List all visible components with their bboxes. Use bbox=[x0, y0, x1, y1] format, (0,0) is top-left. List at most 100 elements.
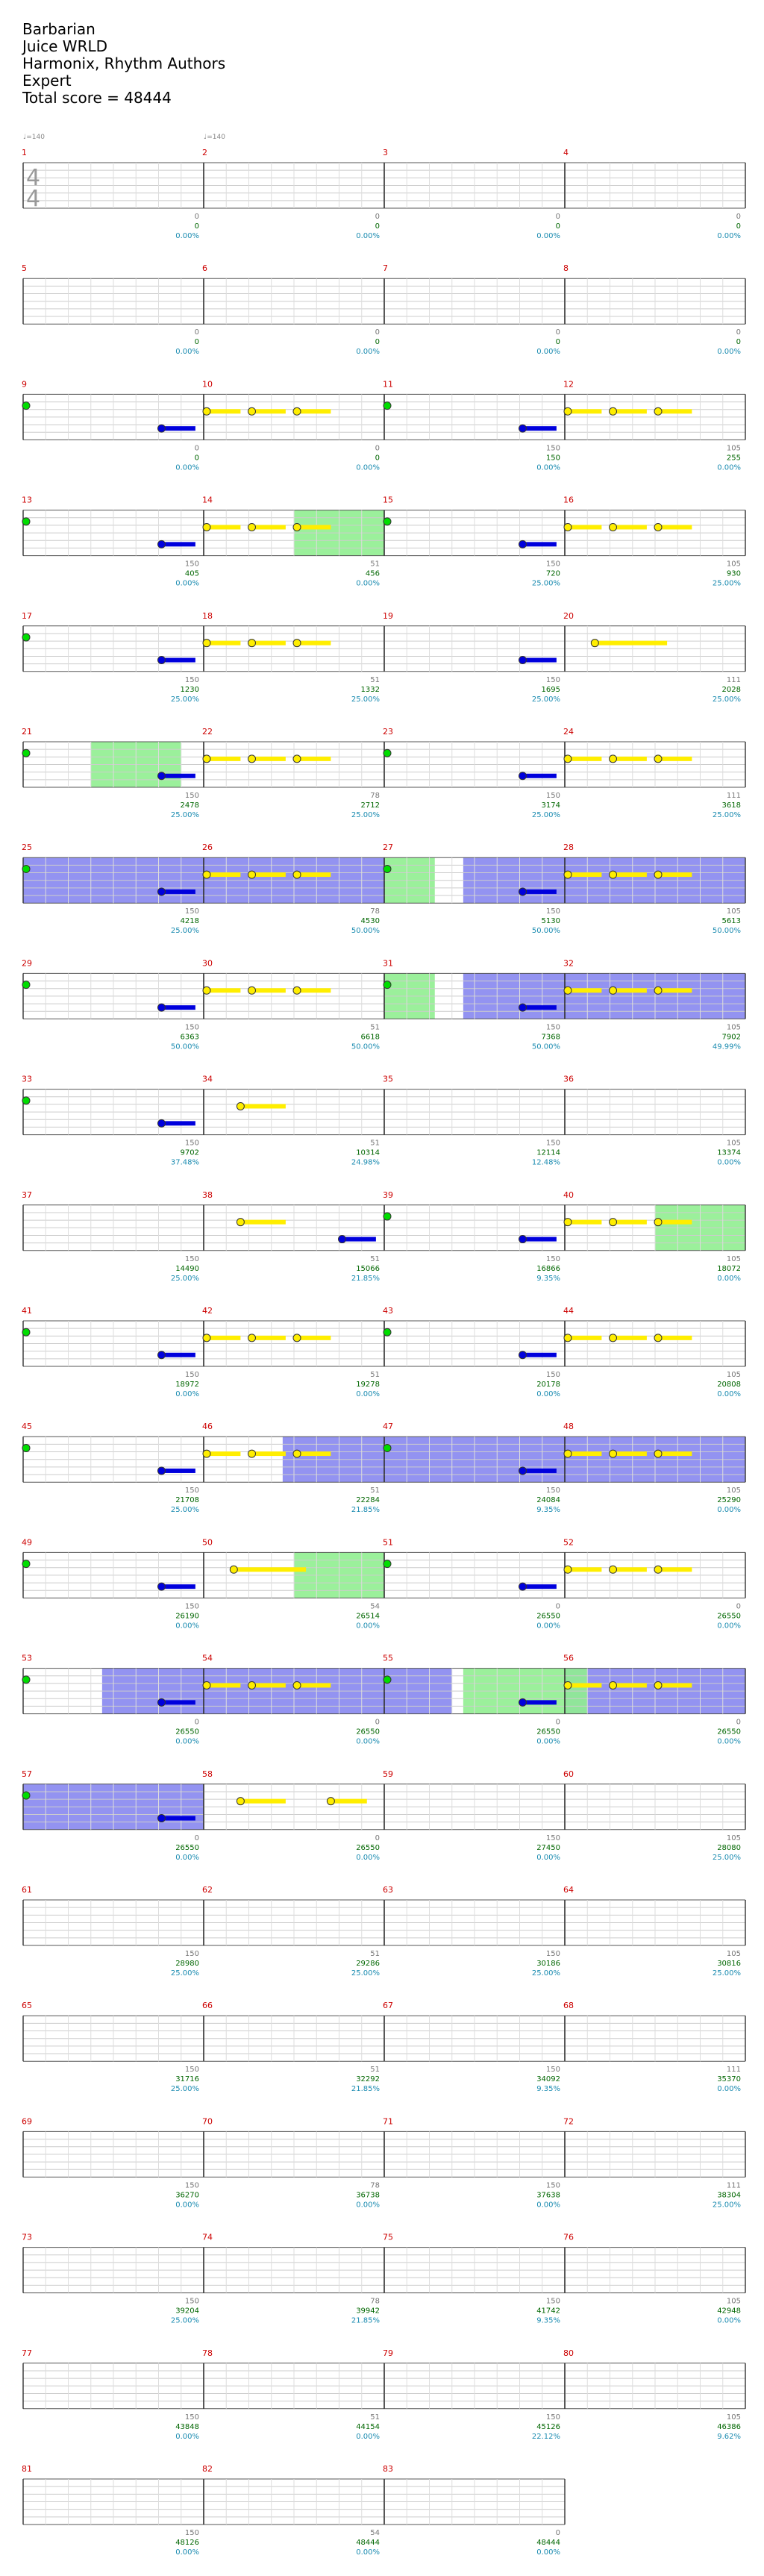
sustain-bar bbox=[240, 1104, 286, 1109]
base-score: 150 bbox=[185, 2529, 199, 2537]
multiplier-percent: 25.00% bbox=[351, 1969, 380, 1978]
cumulative-score: 6363 bbox=[181, 1033, 199, 1041]
sustain-bar bbox=[161, 542, 195, 547]
note-gem bbox=[22, 981, 31, 990]
multiplier-percent: 25.00% bbox=[171, 1506, 199, 1514]
measure-number: 82 bbox=[202, 2464, 213, 2474]
multiplier-percent: 0.00% bbox=[175, 1390, 199, 1398]
cumulative-score: 45126 bbox=[536, 2423, 560, 2431]
sustain-bar bbox=[658, 1219, 692, 1225]
note-gem bbox=[383, 517, 392, 526]
note-gem bbox=[383, 401, 392, 410]
base-score: 0 bbox=[375, 1834, 380, 1842]
sustain-bar bbox=[522, 889, 557, 894]
measure-number: 28 bbox=[563, 842, 574, 852]
multiplier-percent: 9.62% bbox=[717, 2433, 741, 2441]
base-score: 105 bbox=[727, 1023, 741, 1031]
base-score: 51 bbox=[370, 2413, 380, 2422]
cumulative-score: 48126 bbox=[175, 2539, 199, 2547]
measure-number: 17 bbox=[22, 611, 32, 621]
base-score: 0 bbox=[195, 213, 199, 221]
base-score: 0 bbox=[195, 444, 199, 452]
cumulative-score: 28980 bbox=[175, 1960, 199, 1968]
sustain-bar bbox=[522, 1352, 557, 1357]
sustain-bar bbox=[161, 1700, 195, 1705]
measure-number: 21 bbox=[22, 727, 32, 737]
note-gem bbox=[202, 1681, 211, 1689]
cumulative-score: 3618 bbox=[722, 801, 741, 810]
base-score: 0 bbox=[375, 213, 380, 221]
multiplier-percent: 25.00% bbox=[713, 1854, 741, 1862]
note-gem bbox=[22, 633, 31, 642]
cumulative-score: 29286 bbox=[356, 1960, 380, 1968]
measure-number: 75 bbox=[383, 2233, 393, 2242]
cumulative-score: 38304 bbox=[717, 2191, 741, 2199]
multiplier-percent: 50.00% bbox=[532, 1042, 560, 1051]
note-gem bbox=[157, 772, 166, 781]
sustain-bar bbox=[251, 1451, 286, 1457]
cumulative-score: 26550 bbox=[536, 1612, 560, 1620]
cumulative-score: 32292 bbox=[356, 2075, 380, 2083]
note-gem bbox=[609, 1565, 617, 1574]
multiplier-percent: 0.00% bbox=[717, 2317, 741, 2325]
multiplier-percent: 0.00% bbox=[717, 1622, 741, 1630]
note-gem bbox=[519, 1698, 527, 1707]
note-gem bbox=[292, 1681, 301, 1689]
base-score: 54 bbox=[370, 2529, 380, 2537]
cumulative-score: 1332 bbox=[361, 686, 380, 694]
measure-number: 66 bbox=[202, 2001, 213, 2010]
cumulative-score: 5130 bbox=[542, 917, 560, 925]
multiplier-percent: 0.00% bbox=[356, 1854, 380, 1862]
note-gem bbox=[248, 754, 256, 763]
base-score: 51 bbox=[370, 1371, 380, 1379]
note-gem bbox=[654, 754, 663, 763]
sustain-bar bbox=[251, 525, 286, 530]
cumulative-score: 20808 bbox=[717, 1381, 741, 1389]
cumulative-score: 26550 bbox=[536, 1728, 560, 1736]
multiplier-percent: 25.00% bbox=[171, 1969, 199, 1978]
sustain-bar bbox=[568, 1683, 602, 1688]
sustain-bar bbox=[207, 1451, 241, 1457]
multiplier-percent: 0.00% bbox=[536, 1854, 560, 1862]
measure-number: 68 bbox=[563, 2001, 574, 2010]
sustain-bar bbox=[161, 1584, 195, 1589]
measure-number: 54 bbox=[202, 1654, 213, 1663]
multiplier-percent: 25.00% bbox=[713, 811, 741, 819]
multiplier-percent: 0.00% bbox=[356, 580, 380, 588]
sustain-bar bbox=[658, 756, 692, 761]
cumulative-score: 21708 bbox=[175, 1496, 199, 1504]
cumulative-score: 7902 bbox=[722, 1033, 741, 1041]
note-gem bbox=[202, 522, 211, 531]
measure-number: 32 bbox=[563, 958, 574, 968]
note-gem bbox=[563, 1449, 572, 1458]
measure-number: 15 bbox=[383, 495, 393, 505]
note-gem bbox=[609, 1681, 617, 1689]
base-score: 51 bbox=[370, 1255, 380, 1263]
note-gem bbox=[519, 887, 527, 896]
base-score: 105 bbox=[727, 907, 741, 916]
sustain-bar bbox=[658, 1567, 692, 1572]
sustain-bar bbox=[613, 409, 647, 414]
measure-number: 52 bbox=[563, 1537, 574, 1547]
base-score: 150 bbox=[185, 2181, 199, 2189]
sustain-bar bbox=[595, 640, 668, 645]
sustain-bar bbox=[161, 1468, 195, 1473]
base-score: 111 bbox=[727, 2181, 741, 2189]
sustain-bar bbox=[613, 872, 647, 878]
multiplier-percent: 25.00% bbox=[532, 811, 560, 819]
note-gem bbox=[22, 1675, 31, 1684]
measure-number: 40 bbox=[563, 1190, 574, 1200]
base-score: 0 bbox=[736, 1719, 741, 1727]
note-gem bbox=[563, 522, 572, 531]
base-score: 105 bbox=[727, 1950, 741, 1958]
note-gem bbox=[157, 1351, 166, 1360]
base-score: 105 bbox=[727, 1486, 741, 1495]
multiplier-percent: 25.00% bbox=[171, 811, 199, 819]
measure-number: 37 bbox=[22, 1190, 32, 1200]
measure-number: 42 bbox=[202, 1306, 213, 1316]
measure-number: 73 bbox=[22, 2233, 32, 2242]
cumulative-score: 26550 bbox=[356, 1844, 380, 1852]
note-gem bbox=[519, 772, 527, 781]
measure-number: 2 bbox=[202, 148, 207, 157]
cumulative-score: 48444 bbox=[356, 2539, 380, 2547]
